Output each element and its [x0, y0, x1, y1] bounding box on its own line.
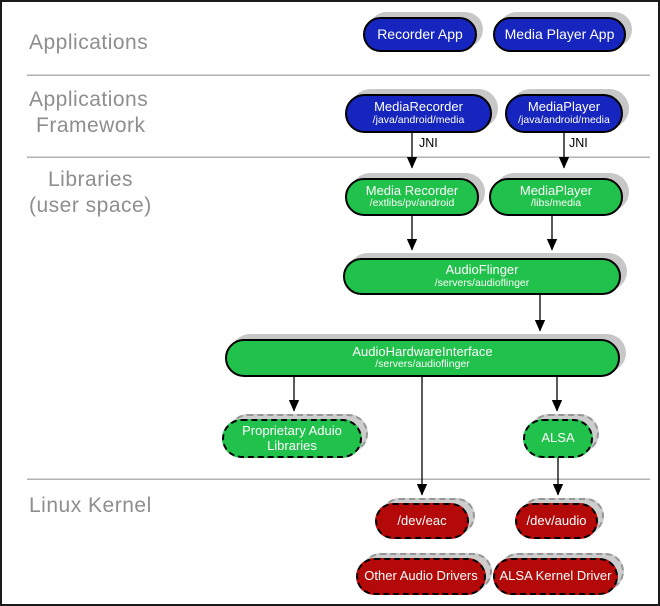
- node-audiohardwareinterface: AudioHardwareInterface /servers/audiofli…: [225, 339, 620, 377]
- divider-framework-libraries: [27, 156, 650, 158]
- jni-label-right: JNI: [569, 136, 588, 150]
- node-alsa: ALSA: [523, 419, 593, 458]
- node-other-audio-drivers: Other Audio Drivers: [356, 558, 486, 595]
- node-path: /java/android/media: [518, 113, 610, 126]
- node-alsa-kernel-driver: ALSA Kernel Driver: [493, 558, 618, 595]
- node-path: /extlibs/pv/android: [369, 197, 455, 210]
- node-media-player-app: Media Player App: [493, 17, 626, 52]
- node-path: /java/android/media: [372, 113, 465, 126]
- node-dev-eac: /dev/eac: [375, 503, 469, 539]
- node-dev-audio: /dev/audio: [515, 503, 598, 539]
- node-title: MediaPlayer: [519, 182, 593, 198]
- node-path: /libs/media: [530, 197, 582, 210]
- node-recorder-app: Recorder App: [363, 17, 477, 52]
- layer-label-framework-line2: Framework: [36, 114, 146, 137]
- node-title: ALSA: [541, 430, 575, 446]
- node-title: /dev/audio: [526, 512, 587, 528]
- node-title: MediaRecorder: [374, 99, 463, 115]
- node-title: Recorder App: [377, 25, 463, 42]
- node-title: MediaPlayer: [527, 99, 601, 115]
- layer-label-applications: Applications: [29, 31, 149, 54]
- layer-label-framework-line1: Applications: [29, 88, 149, 111]
- node-title: Media Recorder: [365, 182, 459, 198]
- node-proprietary-audio-libraries: Proprietary Aduio Libraries: [222, 419, 362, 458]
- node-mediaplayer-framework: MediaPlayer /java/android/media: [505, 94, 623, 133]
- node-path: /servers/audioflinger: [434, 276, 530, 289]
- node-title: Other Audio Drivers: [364, 568, 478, 584]
- node-mediarecorder-framework: MediaRecorder /java/android/media: [345, 94, 492, 133]
- jni-label-left: JNI: [419, 136, 438, 150]
- divider-applications-framework: [27, 74, 650, 76]
- node-title: Media Player App: [504, 25, 615, 42]
- node-title-line2: Libraries: [267, 437, 317, 453]
- node-title: Proprietary Aduio: [242, 422, 342, 438]
- layer-label-libraries-line2: (user space): [29, 194, 152, 217]
- node-title: ALSA Kernel Driver: [499, 568, 612, 584]
- node-title: AudioHardwareInterface: [352, 343, 493, 359]
- node-audioflinger: AudioFlinger /servers/audioflinger: [343, 258, 621, 295]
- node-media-recorder-lib: Media Recorder /extlibs/pv/android: [345, 178, 479, 216]
- node-title: AudioFlinger: [445, 262, 519, 278]
- node-title: /dev/eac: [397, 512, 447, 528]
- layer-label-libraries-line1: Libraries: [48, 168, 134, 191]
- layer-label-linux-kernel: Linux Kernel: [29, 494, 152, 517]
- node-mediaplayer-lib: MediaPlayer /libs/media: [489, 178, 623, 216]
- divider-libraries-kernel: [27, 478, 650, 480]
- node-path: /servers/audioflinger: [375, 358, 470, 371]
